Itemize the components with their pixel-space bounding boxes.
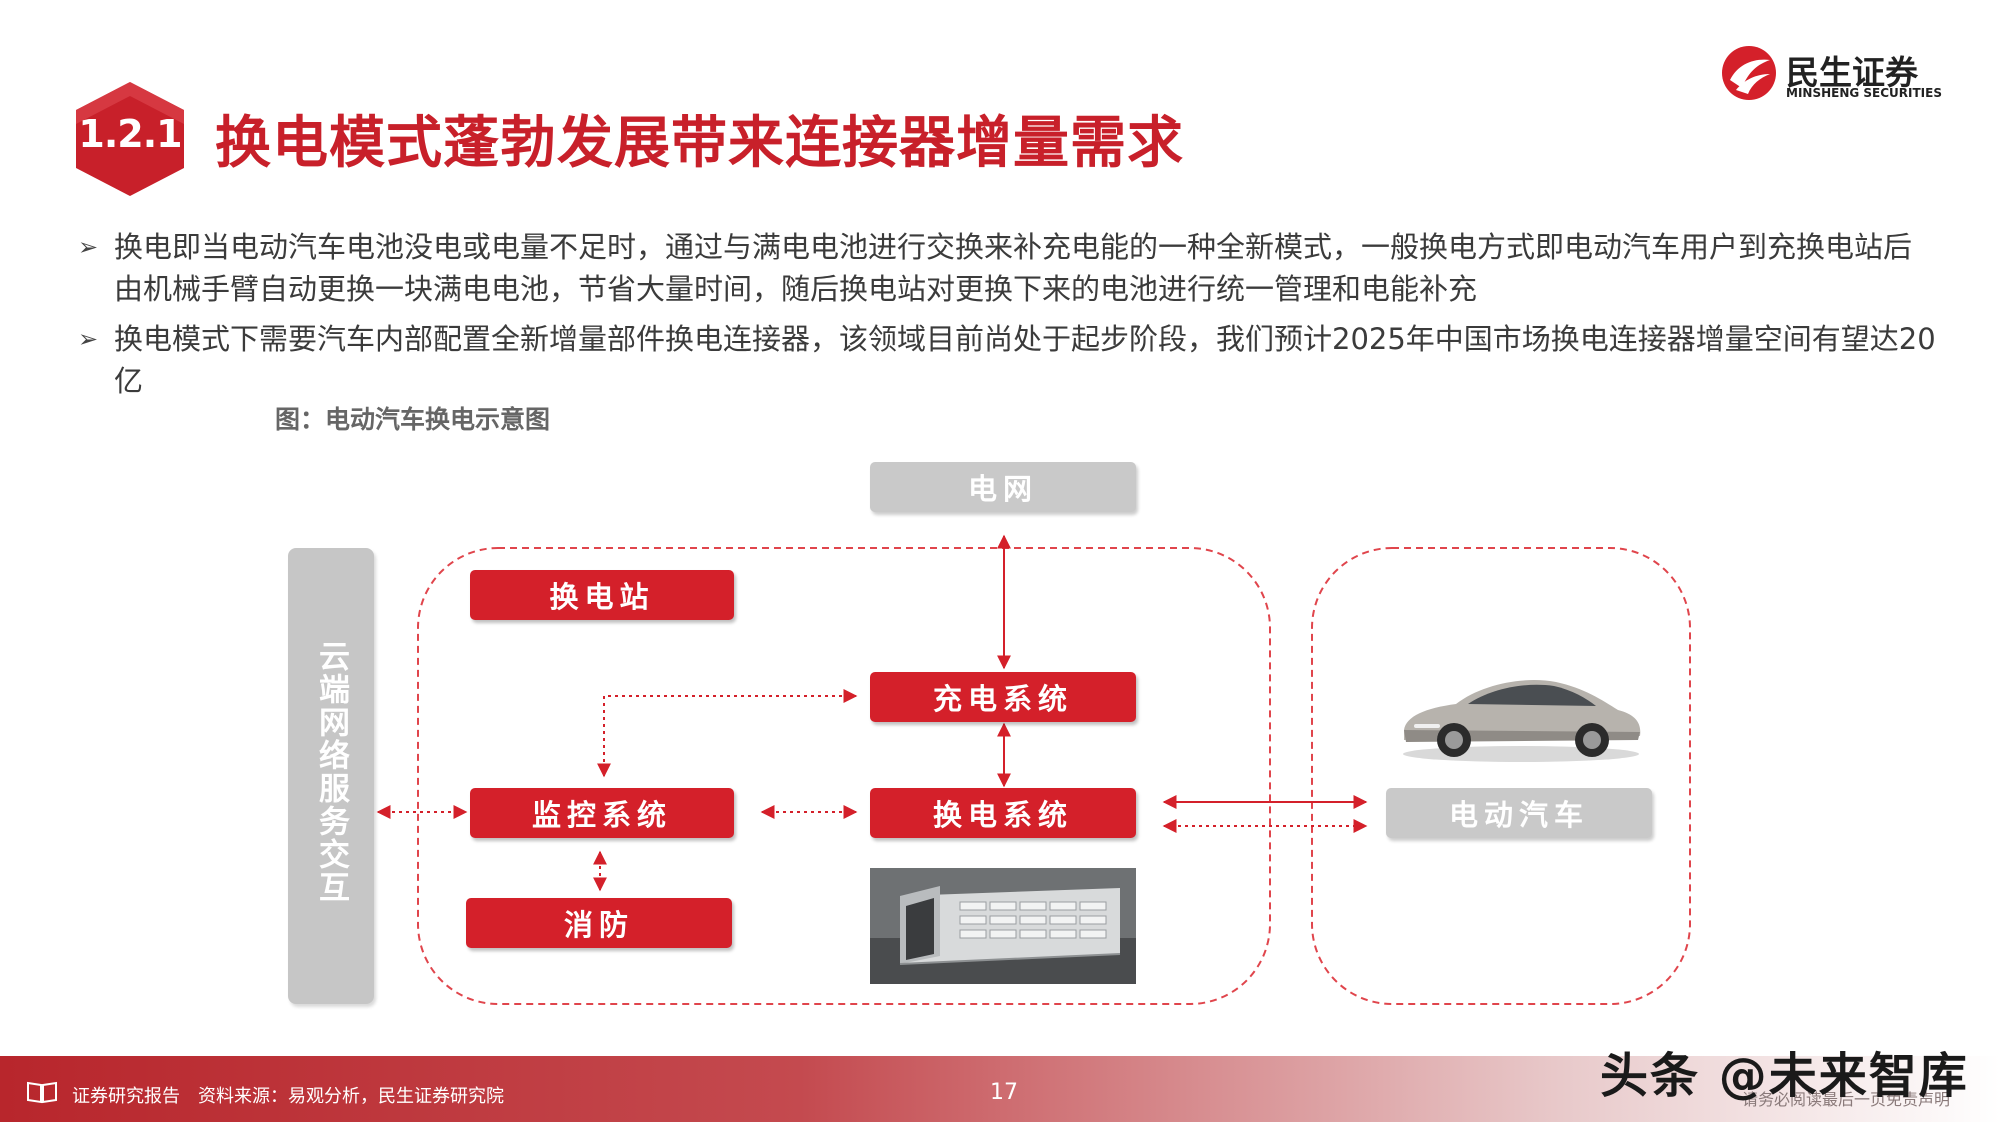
swap-station-box: 换电站: [470, 570, 734, 620]
bullet-text: 换电模式下需要汽车内部配置全新增量部件换电连接器，该领域目前尚处于起步阶段，我们…: [114, 322, 1936, 398]
bullet-item: ➢ 换电即当电动汽车电池没电或电量不足时，通过与满电电池进行交换来补充电能的一种…: [78, 226, 1938, 310]
footer-disclaimer: 请务必阅读最后一页免责声明: [1742, 1090, 1951, 1109]
arrow-bullet-icon: ➢: [78, 233, 99, 261]
watermark: 头条 @未来智库: [1600, 1048, 1969, 1104]
logo-name-cn: 民生证券: [1786, 53, 1918, 92]
bullet-list: ➢ 换电即当电动汽车电池没电或电量不足时，通过与满电电池进行交换来补充电能的一种…: [78, 226, 1938, 410]
monitoring-system-box: 监控系统: [470, 788, 734, 838]
footer-doc-type: 证券研究报告: [72, 1086, 180, 1107]
footer-source: 资料来源：易观分析，民生证券研究院: [198, 1086, 504, 1107]
minsheng-logo-icon: [1722, 46, 1776, 100]
figure-caption: 图：电动汽车换电示意图: [275, 405, 551, 434]
electric-vehicle-box: 电动汽车: [1386, 788, 1652, 838]
arrow-bullet-icon: ➢: [78, 325, 99, 353]
section-number: 1.2.1: [78, 112, 182, 156]
swap-station-image: [870, 868, 1136, 984]
bullet-item: ➢ 换电模式下需要汽车内部配置全新增量部件换电连接器，该领域目前尚处于起步阶段，…: [78, 318, 1938, 402]
section-badge: [72, 80, 188, 198]
footer-bar: [0, 1056, 2000, 1122]
page-number: 17: [990, 1080, 1018, 1105]
page-title: 换电模式蓬勃发展带来连接器增量需求: [215, 111, 1184, 176]
cloud-service-bar: 云端网络服务交互: [288, 548, 374, 1004]
station-container: [417, 547, 1271, 1005]
fire-protection-box: 消防: [466, 898, 732, 948]
cloud-service-label: 云端网络服务交互: [313, 640, 349, 904]
bullet-text: 换电即当电动汽车电池没电或电量不足时，通过与满电电池进行交换来补充电能的一种全新…: [114, 230, 1913, 306]
electric-car-image: [1403, 680, 1641, 762]
vehicle-container: [1311, 547, 1691, 1005]
logo-name-en: MINSHENG SECURITIES: [1786, 86, 1942, 100]
book-icon: [27, 1081, 57, 1104]
company-logo: 民生证券 MINSHENG SECURITIES: [1720, 44, 1960, 104]
charging-system-box: 充电系统: [870, 672, 1136, 722]
swap-system-box: 换电系统: [870, 788, 1136, 838]
grid-box: 电网: [870, 462, 1136, 512]
